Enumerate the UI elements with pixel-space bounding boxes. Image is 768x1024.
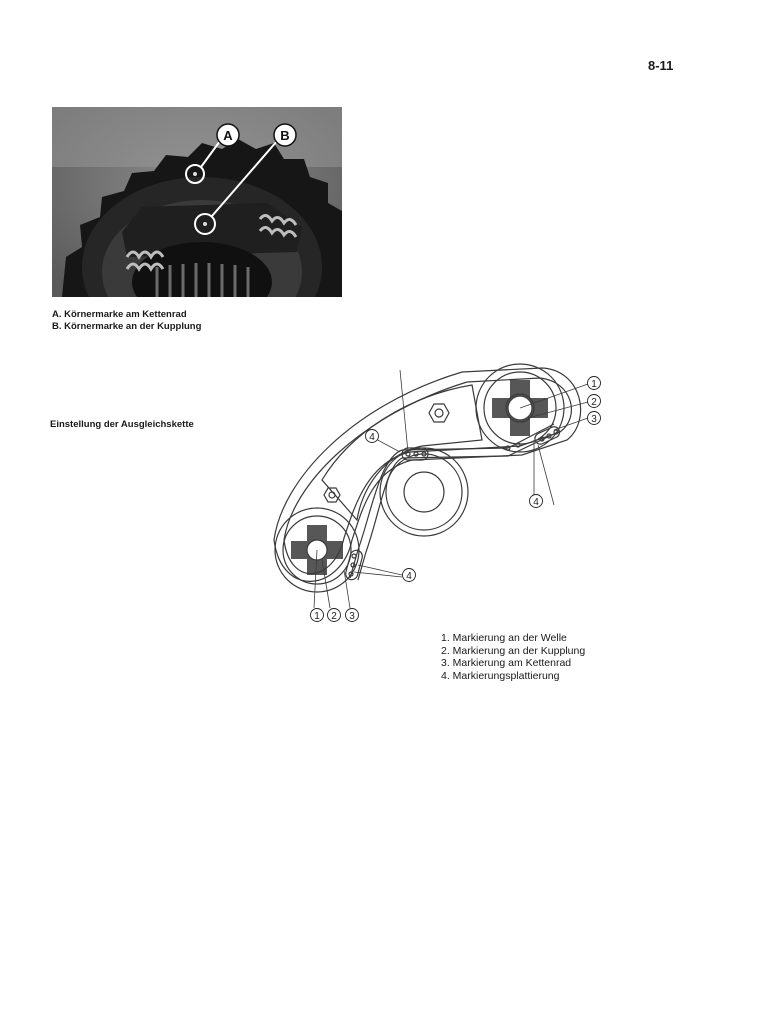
marker-1-lower: 1: [314, 611, 320, 622]
legend-item-4: 4. Markierungsplattierung: [441, 669, 560, 682]
marker-3-upper: 3: [591, 414, 597, 425]
marker-1-upper: 1: [591, 379, 597, 390]
marker-2-lower: 2: [331, 611, 337, 622]
page-number: 8-11: [648, 58, 674, 73]
legend-item-2: 2. Markierung an der Kupplung: [441, 644, 586, 657]
balancer-chain-diagram: 1 2 3 4 4 4 1 2 3: [273, 363, 601, 622]
punch-mark-a-ring: [185, 164, 205, 184]
section-heading: Einstellung der Ausgleichskette: [50, 419, 194, 430]
photo-caption-a: A. Körnermarke am Kettenrad: [52, 309, 187, 320]
legend-item-3: 3. Markierung am Kettenrad: [441, 657, 572, 669]
marker-3-lower: 3: [349, 611, 355, 622]
photo-caption-b: B. Körnermarke an der Kupplung: [52, 321, 202, 332]
legend-item-1: 1. Markierung an der Welle: [441, 632, 567, 644]
marker-4-top: 4: [369, 432, 375, 443]
sprocket-photo: A B: [52, 107, 342, 297]
marker-4-lower: 4: [406, 571, 412, 582]
callout-a-label: A: [223, 128, 233, 143]
callout-b-label: B: [280, 128, 289, 143]
marker-4-right: 4: [533, 497, 539, 508]
marker-2-upper: 2: [591, 397, 597, 408]
punch-mark-b-ring: [194, 213, 216, 235]
